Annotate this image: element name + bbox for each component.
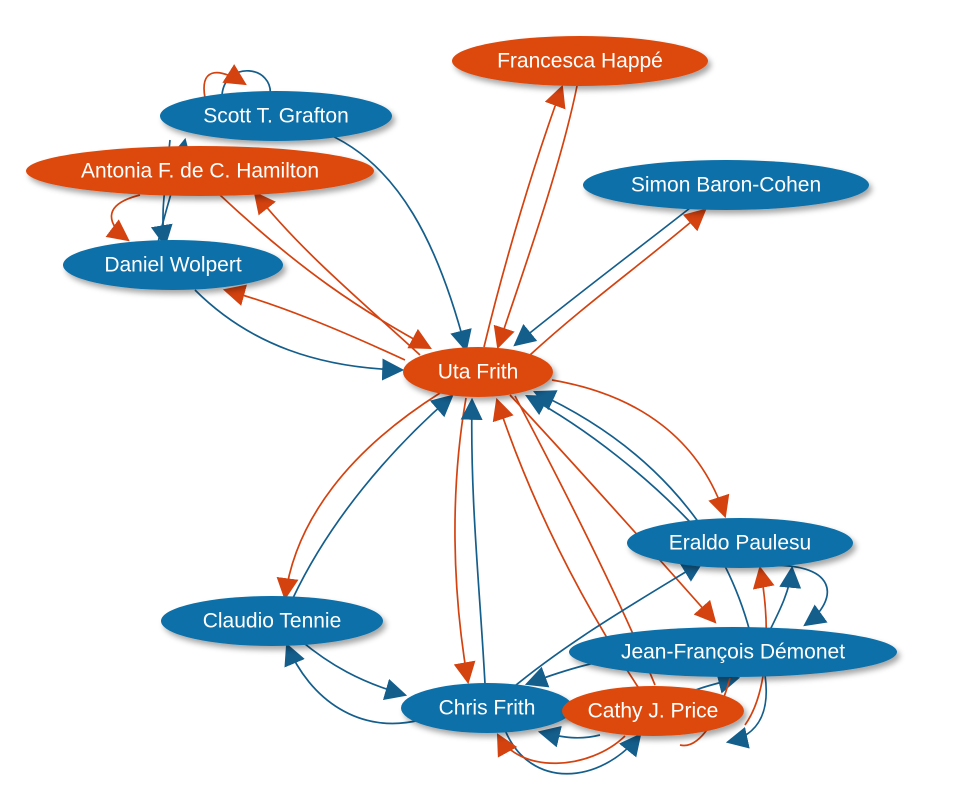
edges-layer xyxy=(105,64,829,775)
edge-grafton-self-loop-orange xyxy=(203,64,247,99)
node-scott-grafton[interactable]: Scott T. Grafton xyxy=(160,91,392,141)
node-label: Jean-François Démonet xyxy=(621,641,845,664)
edge-chris-to-uta xyxy=(460,397,486,685)
node-label: Simon Baron-Cohen xyxy=(631,174,821,197)
edge-demonet-to-price xyxy=(725,674,767,749)
edge-uta-to-wolpert xyxy=(222,284,406,361)
node-label: Cathy J. Price xyxy=(588,700,719,723)
node-simon-baron-cohen[interactable]: Simon Baron-Cohen xyxy=(583,160,869,210)
node-label: Uta Frith xyxy=(438,361,519,384)
node-jean-francois-demonet[interactable]: Jean-François Démonet xyxy=(569,627,897,677)
node-chris-frith[interactable]: Chris Frith xyxy=(401,683,573,733)
node-label: Francesca Happé xyxy=(497,50,663,73)
node-eraldo-paulesu[interactable]: Eraldo Paulesu xyxy=(627,518,853,568)
edge-uta-to-paulesu xyxy=(551,379,730,519)
node-antonia-hamilton[interactable]: Antonia F. de C. Hamilton xyxy=(26,146,374,196)
node-label: Antonia F. de C. Hamilton xyxy=(81,160,319,183)
edge-uta-to-demonet xyxy=(509,394,717,624)
edge-chris-to-tennie xyxy=(284,642,421,725)
edge-tennie-to-uta xyxy=(292,394,454,599)
edge-demonet-to-paulesu xyxy=(769,565,802,631)
edge-price-to-chris-orange xyxy=(496,733,626,765)
node-label: Eraldo Paulesu xyxy=(669,532,811,555)
edge-chris-to-price xyxy=(504,729,642,775)
node-uta-frith[interactable]: Uta Frith xyxy=(403,347,553,397)
edge-baron-to-uta xyxy=(513,207,691,347)
node-label: Chris Frith xyxy=(439,697,536,720)
edge-hamilton-to-wolpert xyxy=(105,194,141,242)
edge-uta-to-tennie xyxy=(276,392,441,601)
node-label: Claudio Tennie xyxy=(203,610,342,633)
node-label: Scott T. Grafton xyxy=(203,105,349,128)
edge-uta-to-baron xyxy=(529,208,707,356)
node-label: Daniel Wolpert xyxy=(104,254,242,277)
edge-wolpert-to-uta xyxy=(194,289,405,381)
node-claudio-tennie[interactable]: Claudio Tennie xyxy=(161,596,383,646)
node-daniel-wolpert[interactable]: Daniel Wolpert xyxy=(63,240,283,290)
edge-grafton-self-loop xyxy=(221,69,271,98)
edge-tennie-to-chris xyxy=(299,639,408,701)
node-cathy-price[interactable]: Cathy J. Price xyxy=(562,686,744,736)
node-francesca-happe[interactable]: Francesca Happé xyxy=(452,36,708,86)
edge-price-to-chris xyxy=(537,725,601,748)
edge-uta-to-hamilton xyxy=(253,191,421,356)
edge-paulesu-to-demonet xyxy=(759,564,829,627)
edge-uta-to-chris xyxy=(453,397,476,685)
edge-hamilton-to-uta xyxy=(219,194,432,350)
edge-demonet-to-uta xyxy=(532,390,751,633)
nodes-layer: Uta Frith Francesca Happé Scott T. Graft… xyxy=(26,36,897,736)
edge-uta-to-happe xyxy=(483,84,566,348)
edge-happe-to-uta xyxy=(493,85,578,350)
edge-grafton-to-uta xyxy=(317,129,472,353)
